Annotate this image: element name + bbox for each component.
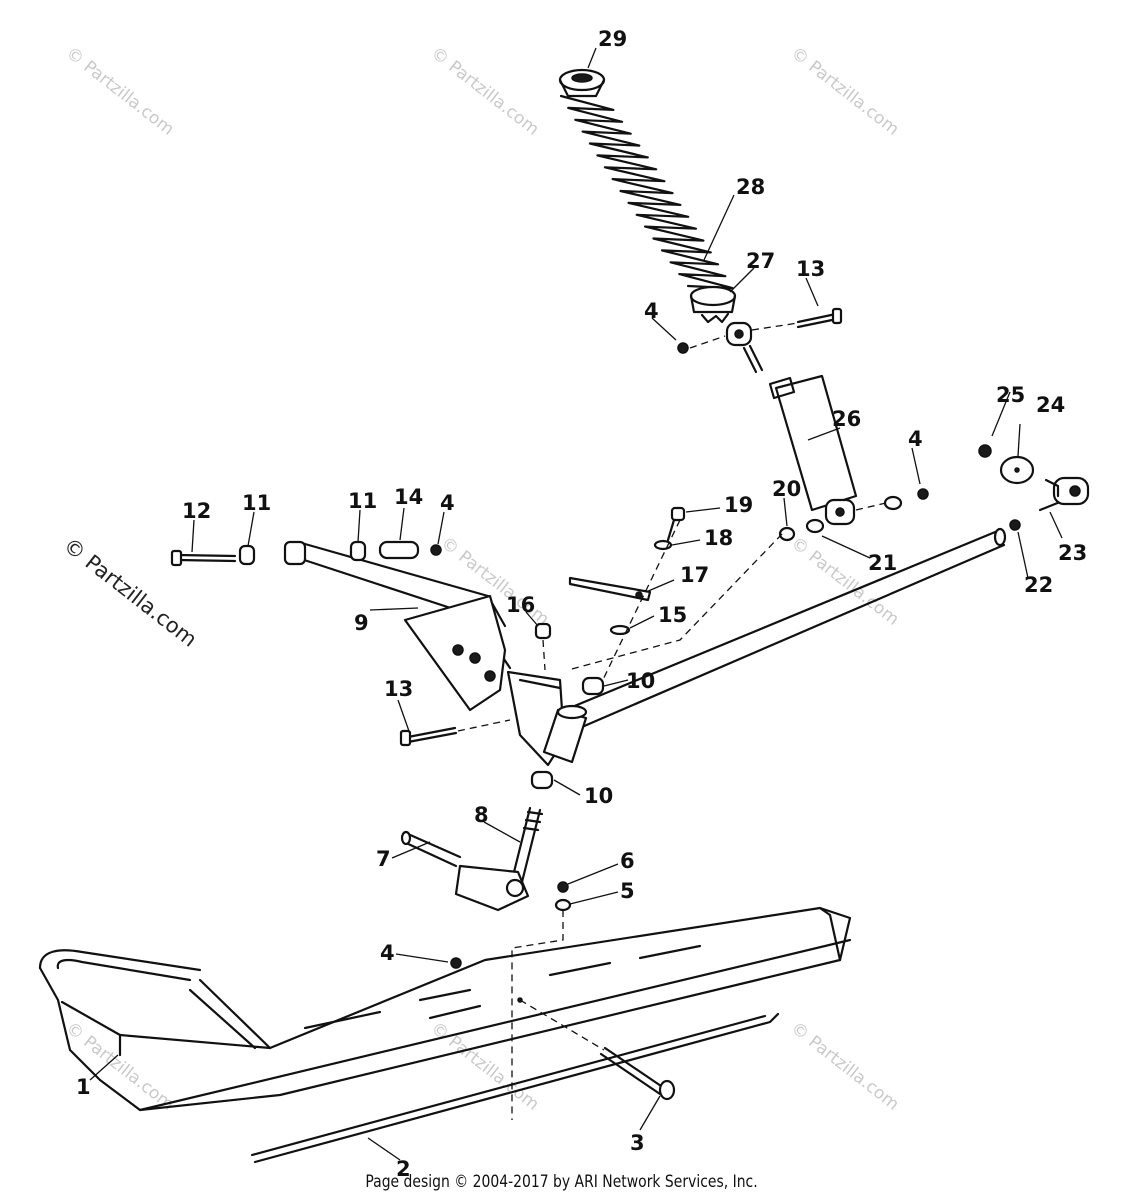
callout-4: 4 [440, 491, 455, 515]
jam-nut-22 [1009, 519, 1021, 531]
callout-17: 17 [680, 563, 709, 587]
watermark: © Partzilla.com [427, 43, 543, 140]
bolt-7 [400, 830, 462, 868]
callout-12: 12 [182, 499, 211, 523]
callout-28: 28 [736, 175, 765, 199]
watermark: © Partzilla.com [62, 43, 178, 140]
callout-4: 4 [644, 299, 659, 323]
callout-14: 14 [394, 485, 423, 509]
coil-spring-28 [559, 94, 734, 290]
callout-7: 7 [376, 847, 391, 871]
tie-rod-end-23 [1038, 476, 1090, 512]
bolt-12 [170, 549, 237, 567]
nut-4-shock [917, 488, 929, 500]
bolt-3 [599, 1046, 676, 1101]
nut-4-upper [677, 342, 689, 354]
washer-21 [805, 495, 903, 534]
callout-15: 16 [506, 593, 535, 617]
nut-4-arm [430, 544, 442, 556]
callout-18: 18 [704, 526, 733, 550]
callout-29: 29 [598, 27, 627, 51]
callout-26: 26 [832, 407, 861, 431]
callout-1: 1 [76, 1075, 91, 1099]
washer-5 [554, 898, 572, 912]
nut-6 [557, 881, 569, 893]
callout-24: 24 [1036, 393, 1065, 417]
nut-25 [978, 444, 992, 458]
callout-4: 4 [380, 941, 395, 965]
watermark: © Partzilla.com [787, 1018, 903, 1115]
bushing-10-lower [530, 770, 554, 790]
footer-copyright: Page design © 2004-2017 by ARI Network S… [365, 1172, 758, 1192]
washer-24 [999, 455, 1035, 485]
spring-seat-27 [689, 285, 737, 324]
shock-absorber-26 [725, 321, 858, 526]
callout-6: 6 [620, 849, 635, 873]
callout-21: 21 [868, 551, 897, 575]
watermarks: © Partzilla.com © Partzilla.com © Partzi… [59, 43, 903, 1115]
callout-16: 15 [658, 603, 687, 627]
bolt-13-lower [399, 726, 458, 747]
callouts: 29 28 27 13 4 26 25 24 4 20 19 12 11 11 … [76, 27, 1087, 1181]
spindle-arm-9 [283, 540, 566, 767]
callout-13: 13 [384, 677, 413, 701]
tie-rod-tube [558, 527, 1007, 732]
ski-1 [38, 906, 852, 1112]
bushing-11-left [238, 544, 256, 566]
callout-25: 25 [996, 383, 1025, 407]
bolt-13-upper [796, 307, 843, 329]
callout-10: 10 [626, 669, 655, 693]
spring-cap-29 [558, 68, 606, 98]
callout-5: 5 [620, 879, 635, 903]
spindle-8 [454, 806, 544, 912]
pin-15 [534, 622, 552, 640]
bushing-10-upper [581, 676, 605, 696]
bushing-11-right [349, 540, 367, 562]
leader-lines [89, 47, 1063, 1161]
callout-10: 10 [584, 784, 613, 808]
callout-22: 22 [1024, 573, 1053, 597]
watermark: © Partzilla.com [62, 1018, 178, 1115]
washer-20 [778, 526, 796, 542]
callout-9: 9 [354, 611, 369, 635]
callout-3: 3 [630, 1131, 645, 1155]
callout-13: 13 [796, 257, 825, 281]
callout-11: 11 [242, 491, 271, 515]
callout-2: 2 [396, 1157, 411, 1181]
bolt-19 [666, 506, 686, 542]
callout-8: 8 [474, 803, 489, 827]
callout-20: 20 [772, 477, 801, 501]
wear-bar-2 [250, 1012, 780, 1164]
callout-23: 23 [1058, 541, 1087, 565]
washer-16 [609, 624, 631, 636]
callout-19: 19 [724, 493, 753, 517]
callout-11: 11 [348, 489, 377, 513]
steering-arm-17 [568, 576, 652, 602]
spindle-housing [542, 704, 588, 764]
callout-4: 4 [908, 427, 923, 451]
watermark: © Partzilla.com [787, 43, 903, 140]
spacer-14 [378, 540, 420, 560]
watermark: © Partzilla.com [787, 533, 903, 630]
callout-27: 27 [746, 249, 775, 273]
